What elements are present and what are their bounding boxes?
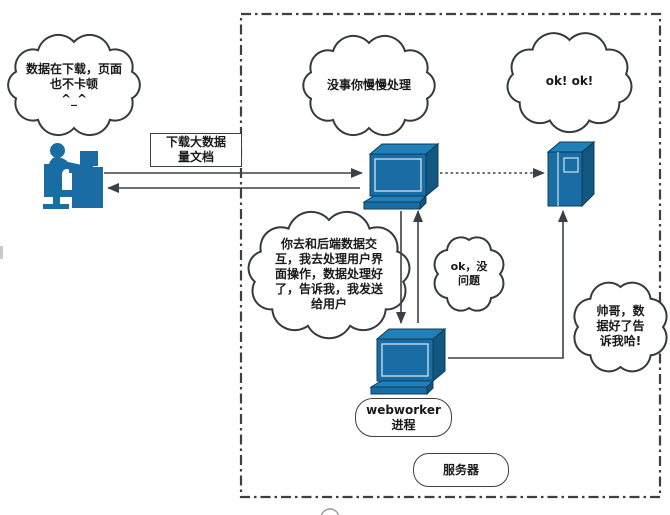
server-tower-icon: [546, 140, 596, 208]
server-boundary-box: [239, 12, 662, 499]
download-request-label: 下载大数据 量文档: [150, 133, 242, 167]
delegation-cloud: [247, 210, 411, 340]
webworker-process-label: webworker 进程: [355, 398, 452, 437]
main-thread-reply-cloud: [302, 34, 436, 137]
server-label: 服务器: [413, 453, 509, 487]
bottom-edge-circle: [320, 508, 340, 515]
person-at-desk-icon: [43, 143, 103, 209]
main-thread-reply-text: 没事你慢慢处理: [326, 78, 411, 92]
worker-request-text: 帅哥，数 据好了告 诉我哈!: [596, 304, 645, 348]
left-edge-mark: [0, 246, 3, 259]
worker-request-cloud: [573, 281, 668, 373]
webworker-computer-icon: [370, 328, 446, 395]
worker-ok-text: ok，没 问题: [450, 260, 488, 287]
user-thought-cloud: [7, 33, 141, 137]
worker-ok-cloud: [433, 236, 505, 312]
server-ok-cloud: [506, 32, 633, 134]
delegation-text: 你去和后端数据交 互，我去处理用户界 面操作，数据处理好 了，告诉我，我发送 给…: [274, 237, 383, 311]
server-ok-text: ok! ok!: [545, 74, 594, 88]
user-thought-text: 数据在下载，页面 也不卡顿 ^_^: [25, 62, 122, 106]
main-thread-computer-icon: [363, 143, 439, 210]
worker-to-server-arrow: [448, 210, 568, 359]
